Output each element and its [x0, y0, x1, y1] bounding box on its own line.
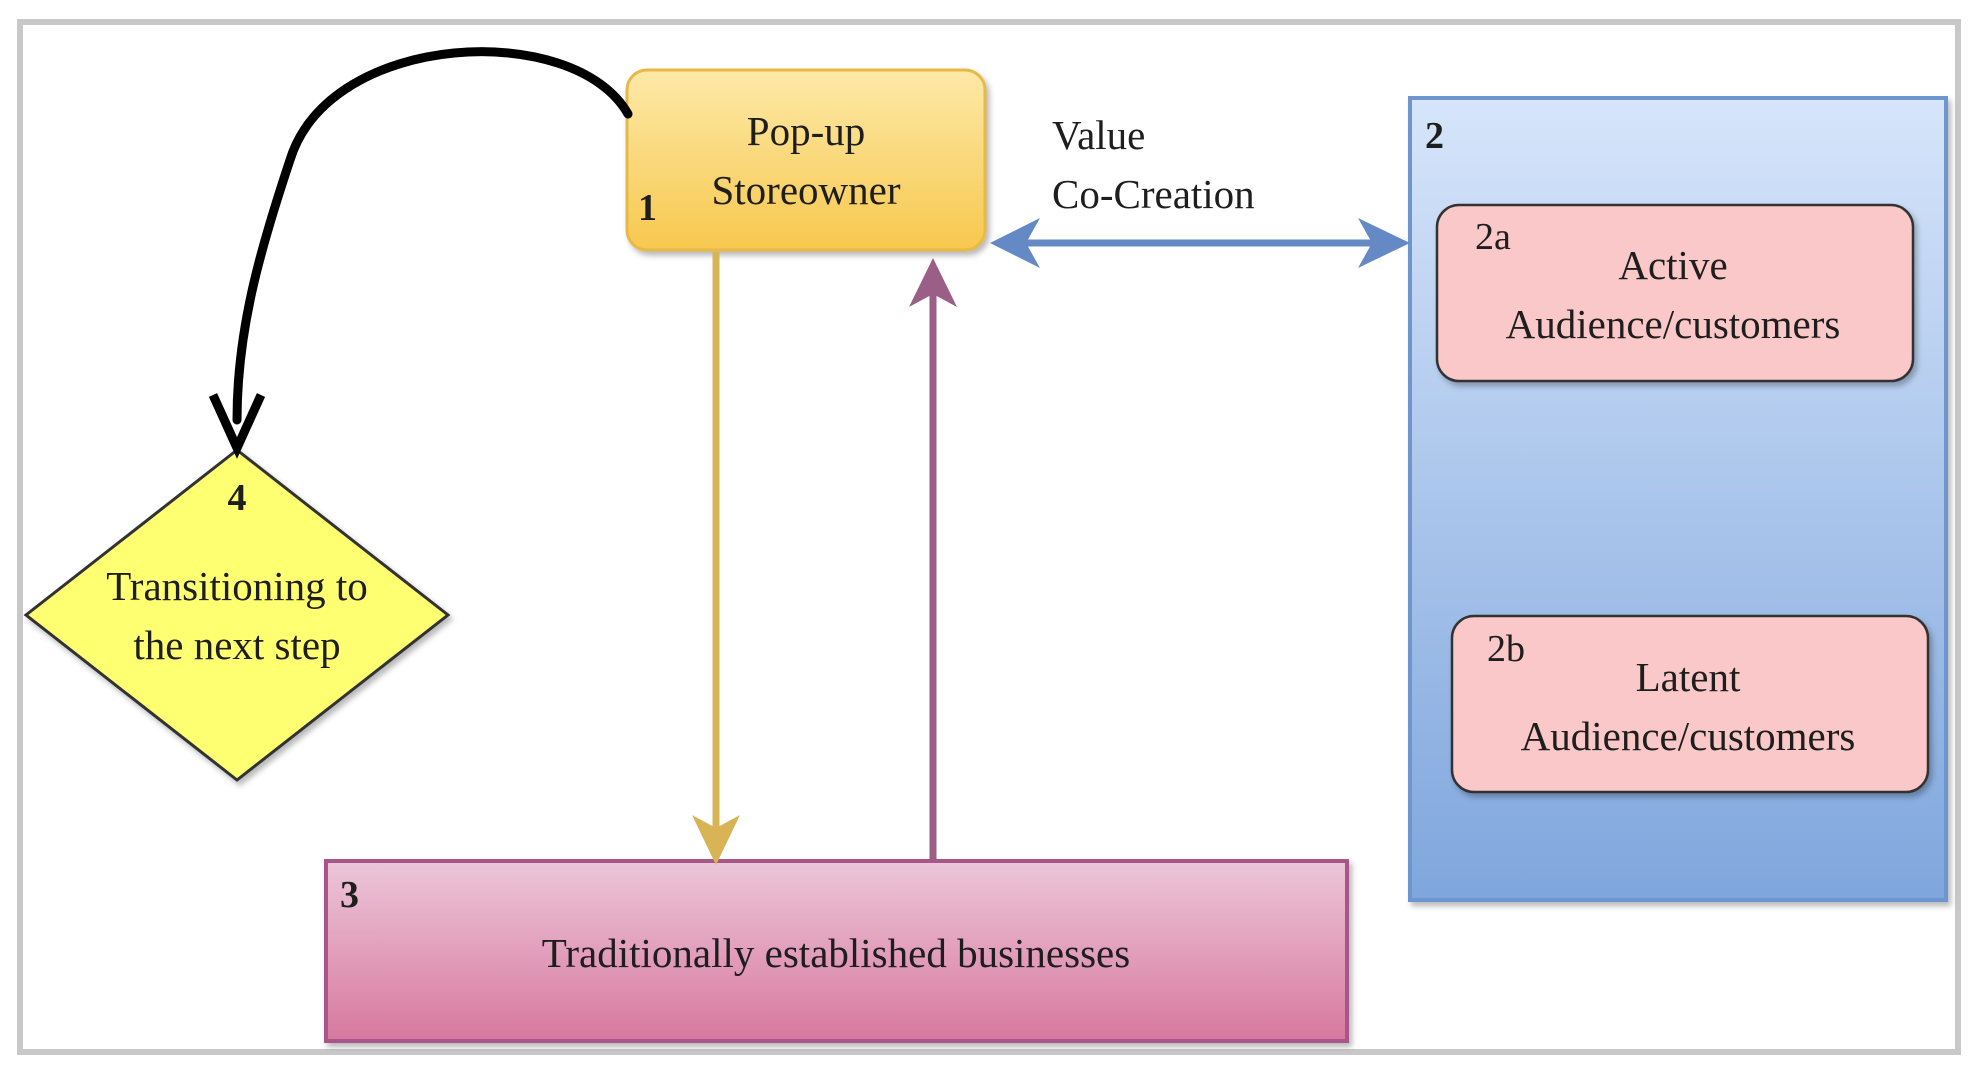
traditional-businesses-box[interactable] [324, 859, 1349, 1043]
active-label-line2: Audience/customers [1505, 301, 1841, 347]
active-label-line1: Active [1618, 242, 1728, 288]
curved-arrow-head [208, 393, 266, 459]
popup-number: 1 [638, 187, 657, 229]
active-number: 2a [1475, 216, 1511, 258]
popup-label-line1: Pop-up [746, 108, 866, 154]
latent-label-line2: Audience/customers [1520, 713, 1856, 759]
audience-number: 2 [1425, 115, 1444, 157]
latent-number: 2b [1487, 628, 1525, 670]
arrow-business-to-popup-head [909, 258, 957, 307]
value-cocreation-arrow-left-head [990, 218, 1040, 268]
active-customers-box[interactable] [1435, 203, 1915, 383]
business-label: Traditionally established businesses [541, 930, 1131, 976]
transition-label-line2: the next step [133, 622, 341, 668]
business-number: 3 [340, 874, 359, 916]
edge-label-cocreation: Co-Creation [1052, 171, 1255, 217]
popup-storeowner-box[interactable] [625, 68, 987, 252]
edge-label-value: Value [1052, 112, 1146, 158]
transition-number: 4 [227, 477, 247, 519]
latent-label-line1: Latent [1635, 654, 1741, 700]
latent-customers-box[interactable] [1450, 614, 1930, 794]
value-cocreation-arrow-right-head [1358, 218, 1410, 268]
curved-arrow-to-transition [232, 47, 633, 425]
popup-label-line2: Storeowner [711, 167, 901, 213]
transition-diamond[interactable] [23, 448, 451, 782]
transition-label-line1: Transitioning to [106, 563, 368, 609]
arrow-popup-to-business-head [692, 815, 740, 865]
